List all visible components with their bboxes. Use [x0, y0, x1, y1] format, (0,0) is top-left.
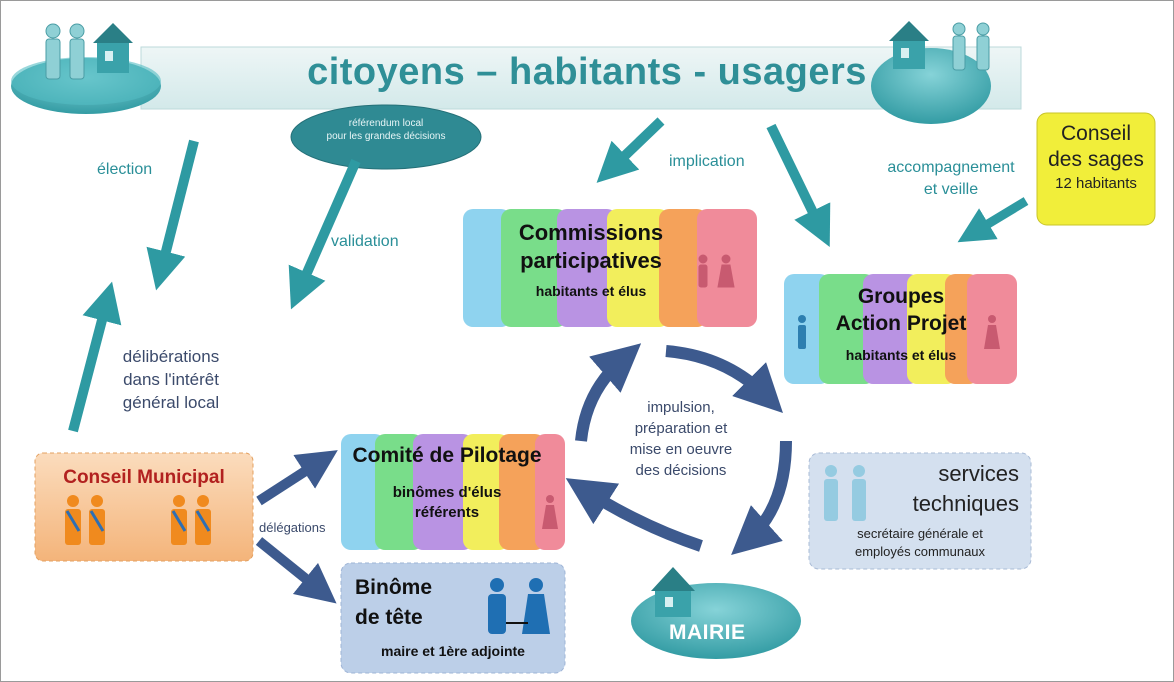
groupes-line2: Action Projet — [835, 312, 967, 335]
services-text: services techniques — [881, 459, 1031, 519]
accompagnement-line1: accompagnement — [887, 159, 1015, 176]
conseil-sages-text: Conseil des sages 12 habitants — [1037, 121, 1155, 195]
commissions-line1: Commissions — [518, 220, 664, 245]
cycle-line4: des décisions — [635, 462, 727, 479]
accompagnement-line2: et veille — [923, 181, 979, 198]
services-sub2: employés communaux — [854, 544, 986, 559]
mairie-disc — [631, 567, 801, 659]
conseil-sages-box — [1036, 112, 1156, 226]
groupes-text: Groupes Action Projet habitants et élus — [821, 283, 981, 363]
label-election: élection — [97, 161, 153, 178]
comite-text: Comité de Pilotage binômes d'élus référe… — [341, 443, 553, 523]
arrow-delegation-comite — [256, 450, 338, 506]
sash-figure-icon — [65, 495, 211, 545]
people-icon — [952, 22, 990, 71]
groupes-box — [784, 274, 1017, 384]
referendum-line1: référendum local — [348, 118, 424, 129]
conseil-sages-line1: Conseil — [1060, 122, 1132, 145]
services-line1: services — [938, 461, 1019, 486]
services-line2: techniques — [912, 491, 1019, 516]
services-sub1: secrétaire générale et — [857, 526, 983, 541]
groupes-sub: habitants et élus — [845, 347, 957, 363]
conseil-sages-line3: 12 habitants — [1055, 175, 1137, 192]
citizens-disc-right — [871, 21, 991, 124]
cycle-line2: préparation et — [634, 420, 728, 437]
commissions-text: Commissions participatives habitants et … — [501, 219, 681, 299]
cycle-line3: mise en oeuvre — [629, 441, 733, 458]
mairie-house-icon — [651, 567, 695, 617]
people-icon — [824, 465, 866, 521]
label-delegations: délégations — [259, 520, 326, 535]
man-woman-icon — [488, 578, 550, 634]
arrow-validation — [288, 158, 361, 310]
house-icon — [93, 23, 133, 73]
man-woman-icon — [798, 315, 1000, 349]
comite-box — [341, 434, 565, 550]
deliberations-line3: général local — [122, 393, 220, 412]
house-icon — [889, 21, 929, 69]
conseil-municipal-title: Conseil Municipal — [63, 467, 225, 488]
arrow-election — [146, 139, 199, 291]
deliberations-line2: dans l'intérêt — [123, 370, 219, 389]
label-validation: validation — [331, 233, 399, 250]
services-sub: secrétaire générale et employés communau… — [809, 525, 1031, 561]
cycle-arrows — [565, 343, 792, 555]
people-icon — [45, 23, 85, 80]
referendum-text: référendum local pour les grandes décisi… — [291, 117, 481, 143]
arrow-implication-right — [766, 123, 831, 247]
cycle-line1: impulsion, — [647, 399, 715, 416]
arrow-accompagnement — [957, 197, 1029, 243]
comite-sub1: binômes d'élus — [392, 484, 502, 501]
binome-sub: maire et 1ère adjointe — [381, 643, 525, 659]
referendum-bubble — [290, 104, 482, 170]
arrow-delegation-binome — [255, 537, 337, 604]
binome-text: Binôme de tête — [355, 573, 432, 633]
deliberations-line1: délibérations — [122, 347, 220, 366]
comite-sub2: référents — [414, 504, 480, 521]
referendum-line2: pour les grandes décisions — [326, 131, 446, 142]
commissions-box — [463, 209, 757, 327]
arrow-implication-left — [596, 117, 665, 183]
services-box — [808, 452, 1032, 570]
binome-box — [340, 562, 566, 674]
label-deliberations: délibérations dans l'intérêt général loc… — [101, 345, 241, 414]
mairie-label: MAIRIE — [669, 621, 746, 644]
arrow-deliberations — [68, 281, 122, 433]
binome-line1: Binôme — [355, 576, 433, 599]
man-woman-icon — [698, 254, 735, 288]
citizens-disc-left — [11, 23, 161, 114]
groupes-line1: Groupes — [857, 285, 945, 308]
conseil-municipal-box — [34, 452, 254, 562]
commissions-sub: habitants et élus — [535, 283, 647, 299]
commissions-line2: participatives — [520, 248, 662, 273]
man-woman-icon — [542, 495, 558, 529]
conseil-sages-line2: des sages — [1048, 148, 1144, 171]
label-implication: implication — [669, 153, 745, 170]
label-cycle: impulsion, préparation et mise en oeuvre… — [611, 397, 751, 481]
label-accompagnement: accompagnement et veille — [871, 157, 1031, 201]
binome-line2: de tête — [355, 606, 423, 629]
banner-title: citoyens – habitants - usagers — [307, 51, 867, 93]
comite-title: Comité de Pilotage — [352, 444, 542, 467]
